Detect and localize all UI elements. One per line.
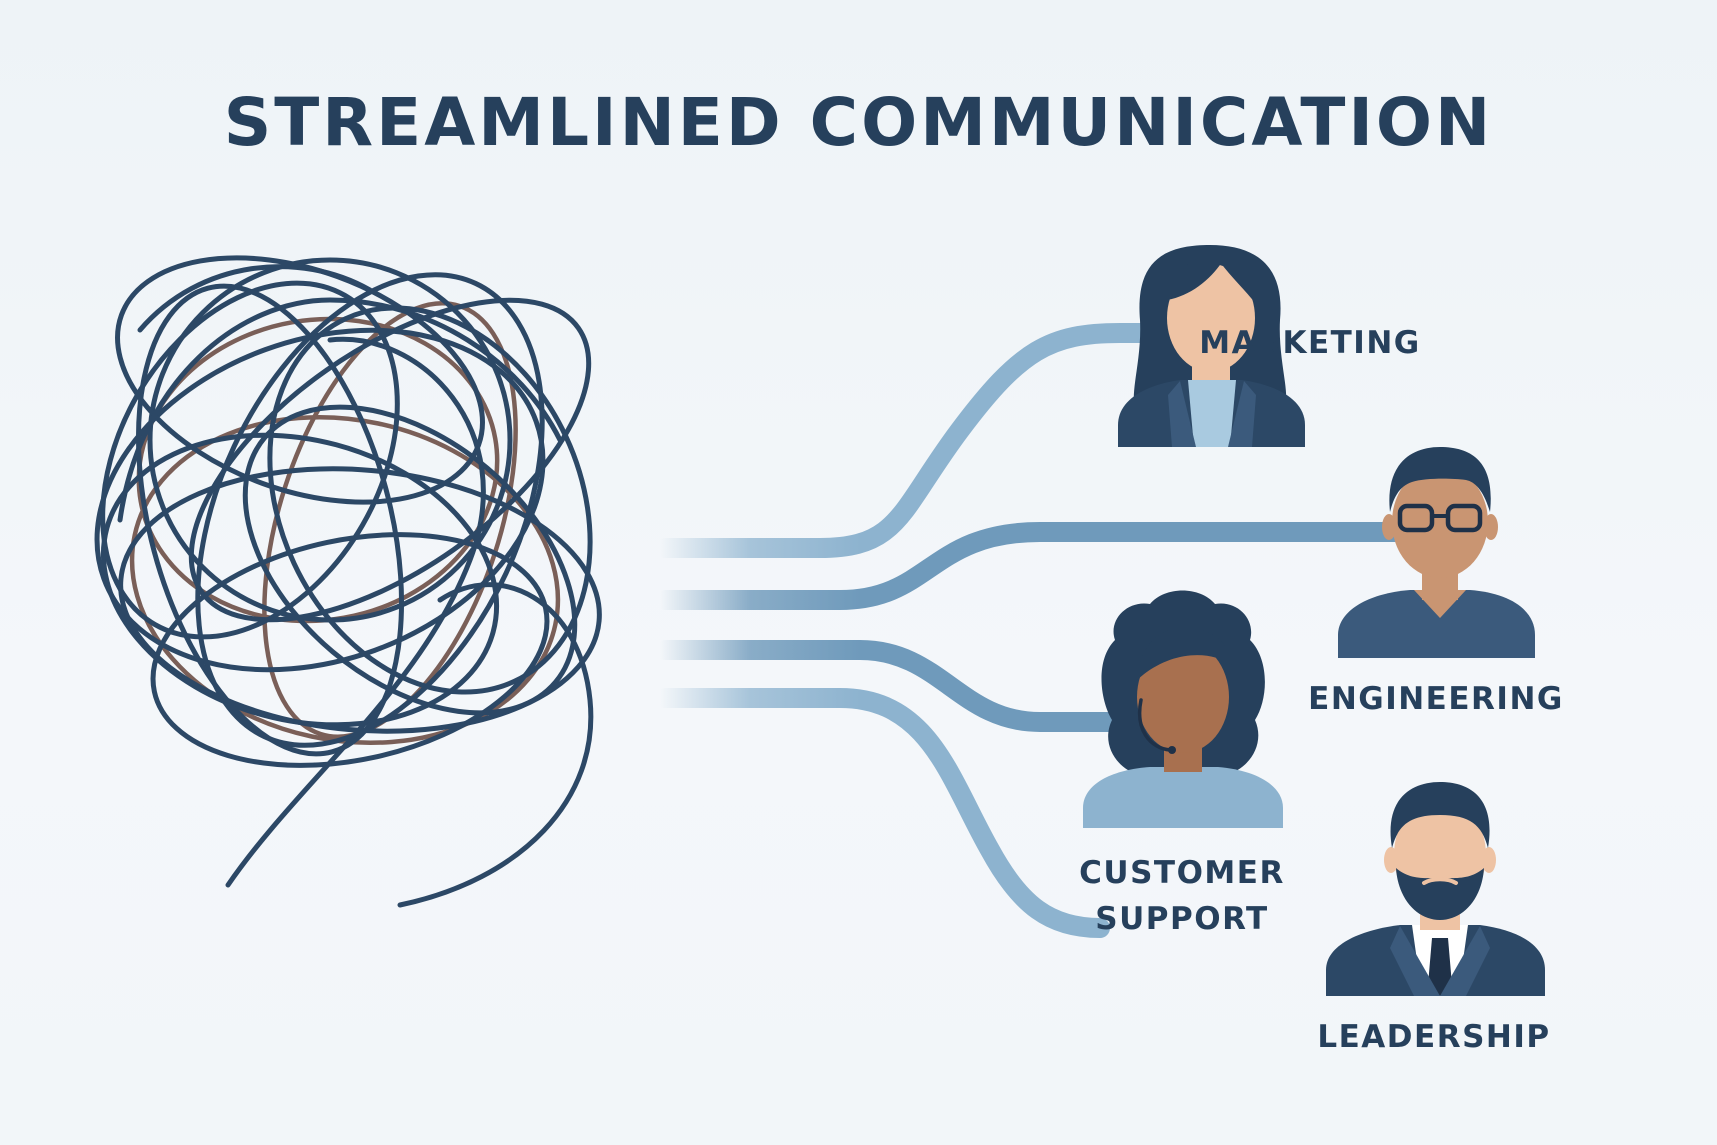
stream-customer-support bbox=[655, 640, 1130, 732]
tangle-loop bbox=[129, 414, 561, 746]
team-label-engineering: ENGINEERING bbox=[1308, 681, 1564, 717]
team-label-customer-support-line-1: CUSTOMER bbox=[1079, 855, 1285, 891]
tangle-loop bbox=[267, 305, 593, 695]
communication-streams bbox=[655, 323, 1410, 938]
customer-support-person-icon bbox=[1083, 590, 1283, 828]
team-label-customer-support-line-2: SUPPORT bbox=[1095, 901, 1269, 937]
tangle-loop bbox=[242, 404, 578, 716]
tangle-strand bbox=[225, 336, 486, 888]
tangle-strand bbox=[137, 264, 373, 333]
tangle-loop bbox=[147, 257, 513, 623]
tangle-loop bbox=[188, 297, 592, 623]
tangle-strand bbox=[117, 297, 563, 523]
stream-marketing bbox=[655, 323, 1180, 558]
tangle-strand bbox=[397, 582, 594, 908]
engineering-person-icon bbox=[1338, 447, 1535, 658]
tangle-loop bbox=[118, 466, 602, 734]
tangle-loop bbox=[135, 283, 405, 757]
diagram-title: STREAMLINED COMMUNICATION bbox=[223, 84, 1494, 161]
tangled-lines bbox=[94, 255, 602, 908]
stream-engineering bbox=[655, 522, 1410, 610]
team-label-customer-support: CUSTOMER SUPPORT bbox=[1052, 850, 1312, 942]
team-label-marketing: MARKETING bbox=[1199, 325, 1421, 361]
team-label-leadership: LEADERSHIP bbox=[1317, 1019, 1551, 1055]
stream-lower bbox=[655, 688, 1110, 938]
leadership-person-icon bbox=[1326, 782, 1545, 996]
marketing-person-icon bbox=[1118, 245, 1305, 447]
